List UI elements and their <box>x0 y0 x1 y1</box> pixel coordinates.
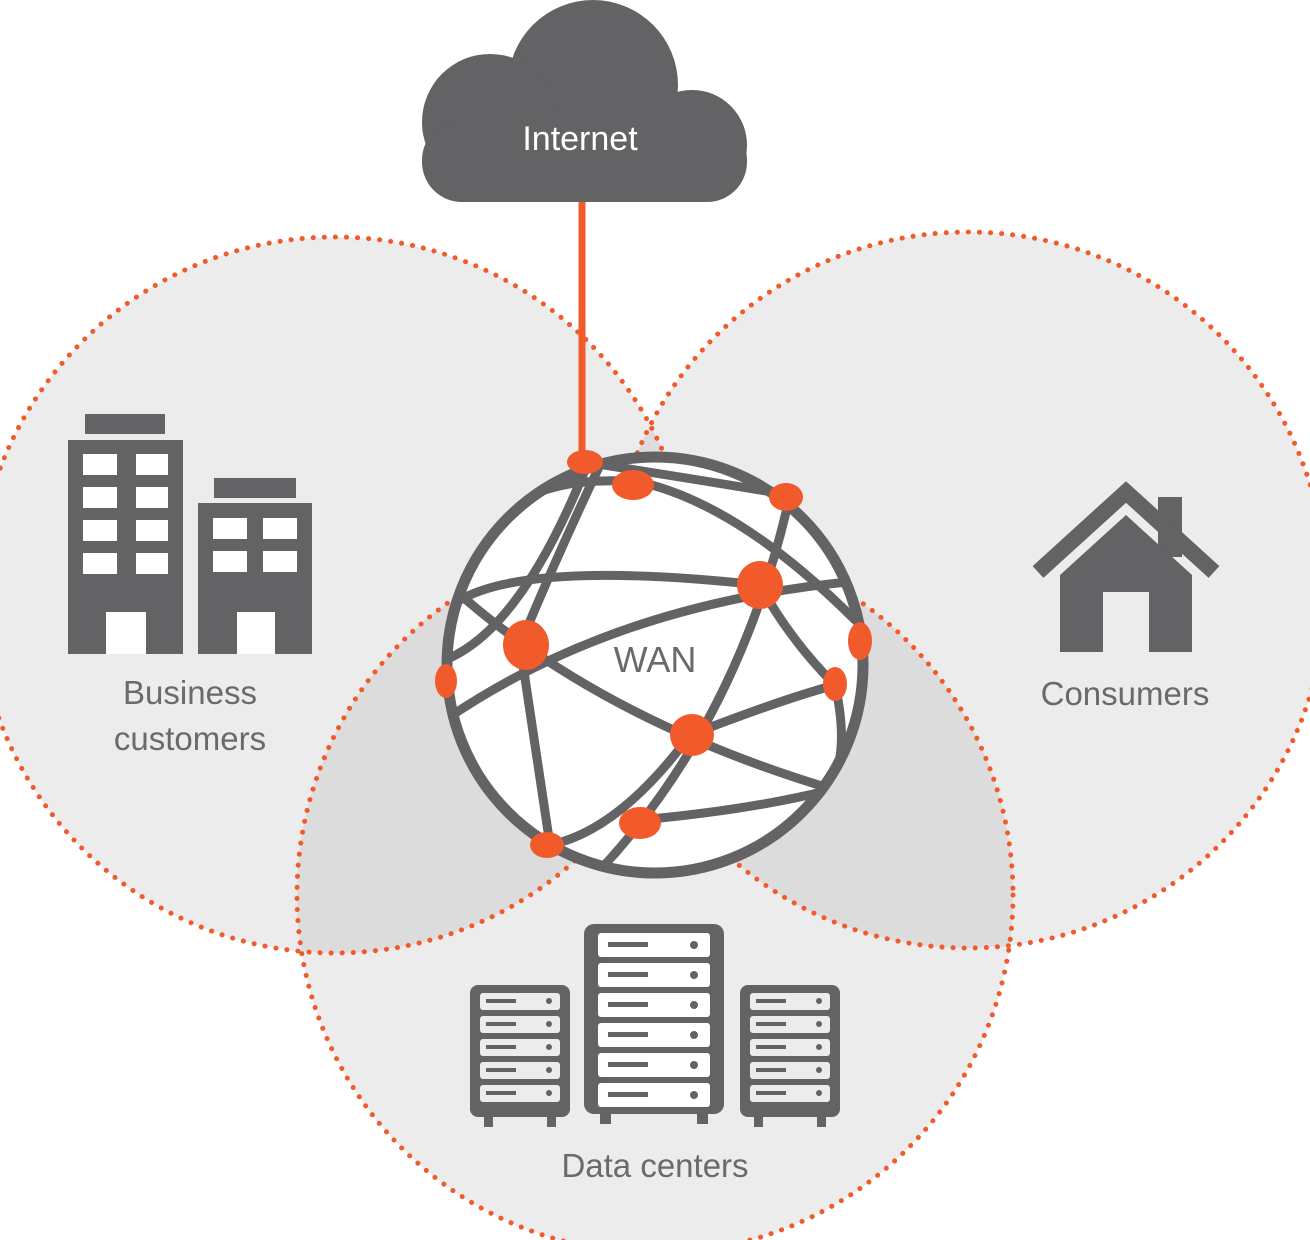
server-rack-left <box>470 985 570 1127</box>
internet-label: Internet <box>522 120 638 158</box>
business-label-line2: customers <box>114 720 266 757</box>
network-nodes <box>435 450 872 858</box>
network-node <box>530 832 564 858</box>
server-rack-center <box>584 924 724 1124</box>
wan-label: WAN <box>614 639 697 680</box>
network-node <box>823 667 847 701</box>
consumers-circle-outline <box>607 229 1310 951</box>
office-buildings-icon <box>68 414 312 654</box>
data-centers-label: Data centers <box>561 1147 748 1184</box>
server-rack-right <box>740 985 840 1127</box>
cloud-icon <box>422 0 747 202</box>
network-node <box>435 664 457 698</box>
network-node <box>769 483 803 511</box>
house-icon <box>1032 481 1220 652</box>
network-node <box>619 807 661 839</box>
network-node <box>737 561 783 609</box>
network-node <box>503 620 549 670</box>
business-label-line1: Business <box>123 674 257 711</box>
network-node <box>670 714 714 756</box>
network-node <box>612 470 654 500</box>
server-racks-icon <box>470 924 840 1127</box>
consumers-label: Consumers <box>1041 675 1210 712</box>
network-node <box>567 450 603 474</box>
network-node <box>848 622 872 660</box>
